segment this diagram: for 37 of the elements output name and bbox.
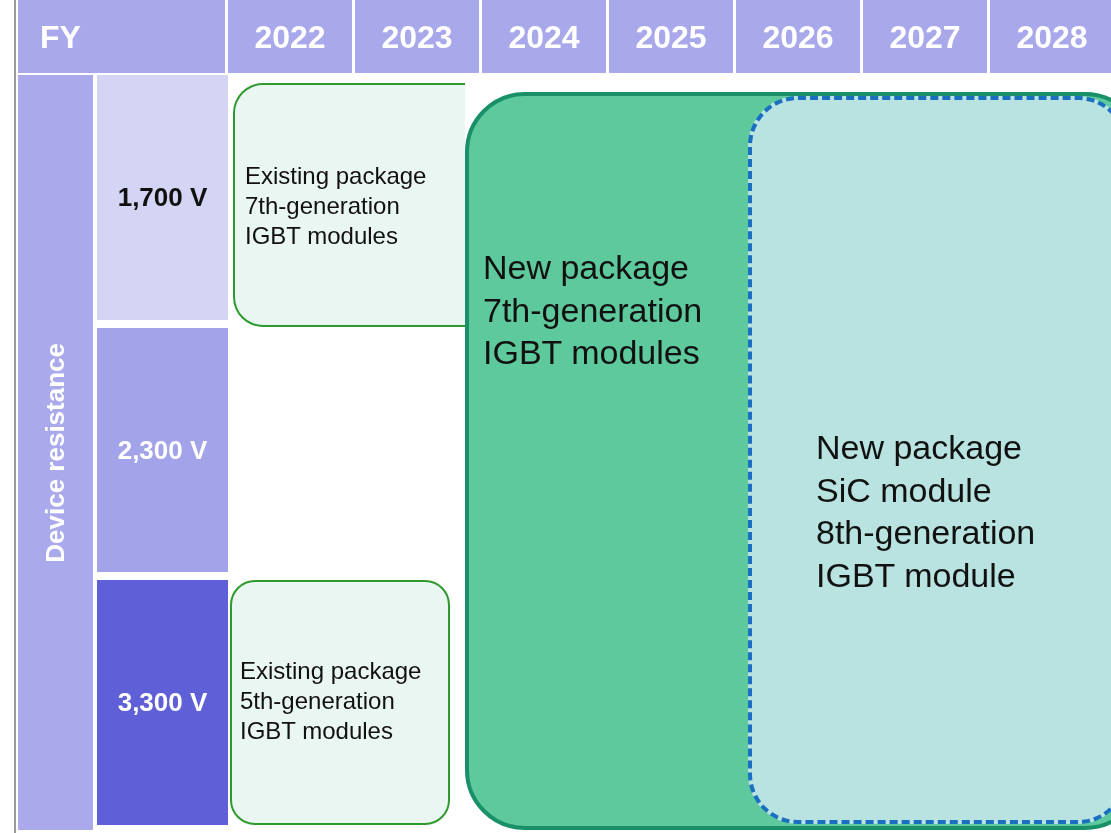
header-cell [355,0,479,73]
column-heading: 2028 [1016,17,1088,57]
row-heading: 2,300 V [117,433,208,467]
roadmap-box [465,92,1111,830]
roadmap-text: 7th-generation IGBT modules [483,289,704,373]
header-cell [863,0,987,73]
column-heading: 2026 [762,17,834,57]
roadmap-text: Existing package [245,161,428,191]
roadmap-text: 5th-generation IGBT modules [240,686,396,746]
header-cell [18,0,225,73]
row-header [97,328,228,572]
roadmap-text: New package [816,427,1023,468]
header-cell [228,0,352,73]
column-heading: 2022 [254,17,326,57]
row-header [97,580,228,825]
column-heading: FY [40,17,81,57]
roadmap-box [230,580,450,825]
header-cell [990,0,1111,73]
roadmap-text: New package [483,247,690,288]
column-heading: 2024 [508,17,580,57]
row-heading: 1,700 V [117,181,208,214]
column-heading: 2025 [635,17,707,57]
column-heading: 2027 [889,17,961,57]
header-cell [736,0,860,73]
roadmap-box [748,96,1111,824]
row-header [97,75,228,320]
roadmap-text: 7th-generation IGBT modules [245,191,401,251]
row-heading: 3,300 V [117,686,208,719]
column-heading: 2023 [381,17,453,57]
header-cell [482,0,606,73]
row-group-band [18,75,93,830]
row-group-heading: Device resistance [39,342,72,563]
roadmap-text: Existing package [240,656,423,686]
header-cell [609,0,733,73]
roadmap-text: SiC module [816,469,993,511]
roadmap-box [233,83,465,327]
roadmap-text: 8th-generation IGBT module [816,512,1037,596]
